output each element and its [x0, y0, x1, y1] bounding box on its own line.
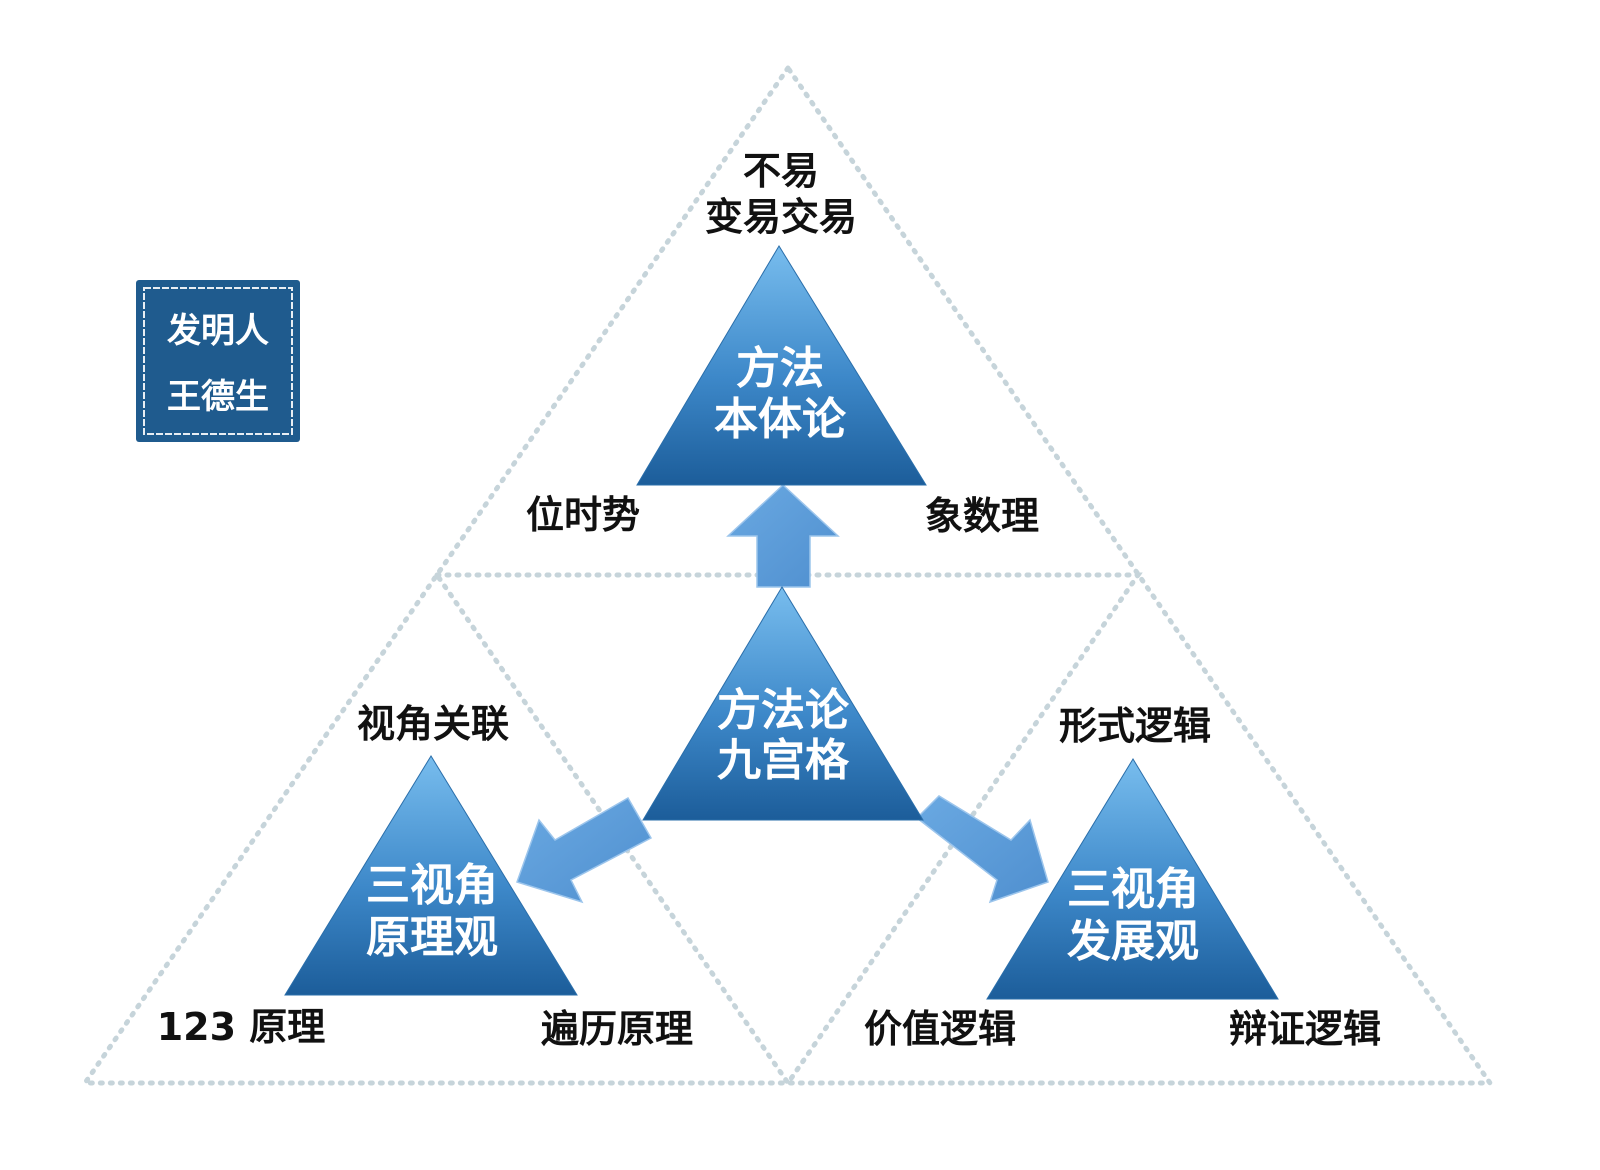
top-triangle-line-1: 方法: [736, 343, 824, 394]
left-triangle-line-2: 原理观: [366, 912, 498, 963]
center-triangle: [642, 586, 924, 821]
right-triangle-line-1: 三视角: [1067, 864, 1199, 915]
top-triangle: [636, 245, 927, 486]
stamp-line-2: 王德生: [167, 377, 269, 417]
top-apex-label-line-2: 变易交易: [705, 195, 857, 239]
top-triangle-line-2: 本体论: [714, 394, 847, 445]
arrow-down-left: [516, 796, 653, 904]
left-triangle: [284, 755, 578, 996]
right-bottom-right-label: 辩证逻辑: [1229, 1007, 1381, 1051]
arrow-down-right: [915, 795, 1049, 904]
center-triangle-line-1: 方法论: [717, 685, 850, 736]
stamp-line-1: 发明人: [167, 311, 269, 351]
top-apex-label-line-1: 不易: [743, 149, 819, 193]
top-left-label: 位时势: [526, 493, 640, 537]
left-bottom-left-label: 123 原理: [157, 1005, 326, 1049]
right-bottom-left-label: 价值逻辑: [864, 1007, 1016, 1051]
top-right-label: 象数理: [925, 494, 1039, 538]
right-apex-label: 形式逻辑: [1059, 704, 1211, 748]
inventor-stamp: 发明人 王德生: [136, 280, 300, 442]
arrow-up-to-top: [726, 483, 840, 588]
left-triangle-line-1: 三视角: [366, 860, 498, 911]
stamp-background: [136, 280, 300, 442]
center-triangle-line-2: 九宫格: [717, 735, 850, 786]
right-triangle-line-2: 发展观: [1067, 916, 1199, 967]
stamp-inner-border: [143, 287, 293, 435]
left-bottom-right-label: 遍历原理: [541, 1007, 693, 1051]
right-triangle: [986, 758, 1279, 1000]
left-apex-label: 视角关联: [357, 702, 509, 746]
